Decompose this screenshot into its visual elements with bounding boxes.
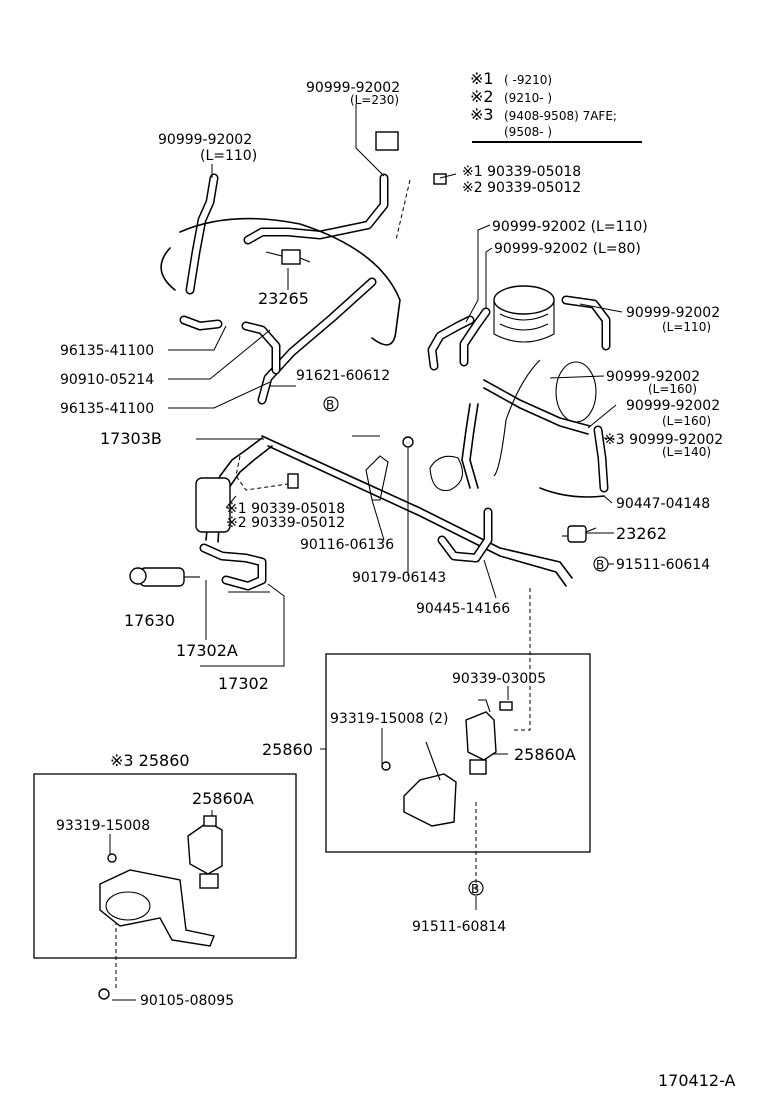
label-90999-92002-l230: 90999-92002: [306, 80, 400, 96]
label-93319-15008: 93319-15008: [56, 818, 150, 834]
label-91621-60612: 91621-60612: [296, 368, 390, 384]
leader-lines: [109, 104, 623, 1001]
label-90999-92002-l110-right: 90999-92002 (L=110): [492, 219, 648, 235]
vsv-23262-drawing: [562, 525, 597, 543]
label-90339-03005: 90339-03005: [452, 671, 546, 687]
label-17630: 17630: [124, 611, 175, 630]
label-90105-08095: 90105-08095: [140, 993, 234, 1009]
label-90116-06136: 90116-06136: [300, 537, 394, 553]
label-91511-60814: 91511-60814: [412, 919, 506, 935]
legend-text-2: (9210- ): [504, 91, 552, 105]
label-17302: 17302: [218, 674, 269, 693]
legend-mark-3: ※3: [470, 105, 494, 124]
vsv-17630-drawing: [129, 567, 200, 587]
label-93319-15008-x2: 93319-15008 (2): [330, 711, 448, 727]
label-l110-left: (L=110): [200, 148, 257, 164]
applicability-legend: ※1 ( -9210) ※2 (9210- ) ※3 (9408-9508) 7…: [470, 69, 642, 143]
label-96135-41100-upper: 96135-41100: [60, 343, 154, 359]
reference-markers: B B B: [323, 396, 609, 896]
label-l110-far: (L=110): [662, 320, 711, 334]
label-17303b: 17303B: [100, 429, 162, 448]
label-l140: (L=140): [662, 445, 711, 459]
label-90999-92002-l140: ※3 90999-92002: [604, 432, 723, 448]
label-25860-alt: ※3 25860: [110, 751, 190, 770]
label-90999-92002-l160-b: 90999-92002: [626, 398, 720, 414]
vacuum-hose-assembly: [115, 131, 611, 990]
label-91511-60614: 91511-60614: [616, 557, 710, 573]
ref-b-1: B: [326, 398, 334, 412]
label-25860: 25860: [262, 740, 313, 759]
part-labels: 90999-92002 (L=230) 90999-92002 (L=110) …: [56, 80, 736, 1090]
sub-assembly-25860-alt: [33, 773, 297, 1000]
ref-b-2: B: [596, 558, 604, 572]
label-25860a-box2: 25860A: [192, 789, 254, 808]
vacuum-port-block: [375, 131, 399, 151]
legend-text-4: (9508- ): [504, 125, 552, 139]
connector-90339: [433, 173, 447, 185]
legend-text-1: ( -9210): [504, 73, 552, 87]
diagram-id: 170412-A: [658, 1071, 736, 1090]
label-96135-41100-lower: 96135-41100: [60, 401, 154, 417]
label-90339-05012-mid: ※2 90339-05012: [226, 515, 345, 531]
label-90445-14166: 90445-14166: [416, 601, 510, 617]
legend-mark-2: ※2: [470, 87, 494, 106]
label-90179-06143: 90179-06143: [352, 570, 446, 586]
label-90339-05012-top: ※2 90339-05012: [462, 180, 581, 196]
connector-90339-b: [287, 473, 299, 489]
label-90447-04148: 90447-04148: [616, 496, 710, 512]
label-90999-92002-l80: 90999-92002 (L=80): [494, 241, 641, 257]
label-90999-92002-l110-left: 90999-92002: [158, 132, 252, 148]
ref-b-3: B: [471, 882, 479, 896]
label-90999-92002-l160-a: 90999-92002: [606, 369, 700, 385]
label-90339-05018-mid: ※1 90339-05018: [226, 501, 345, 517]
vsv-23265-drawing: [265, 249, 311, 265]
legend-text-3: (9408-9508) 7AFE;: [504, 109, 617, 123]
label-90339-05018-top: ※1 90339-05018: [462, 164, 581, 180]
label-25860a-box1: 25860A: [514, 745, 576, 764]
label-23262: 23262: [616, 524, 667, 543]
label-90999-92002-l110-far: 90999-92002: [626, 305, 720, 321]
label-l230: (L=230): [350, 93, 399, 107]
label-17302a: 17302A: [176, 641, 238, 660]
sub-assembly-25860: [325, 653, 591, 853]
label-l160-a: (L=160): [648, 382, 697, 396]
label-l160-b: (L=160): [662, 414, 711, 428]
legend-mark-1: ※1: [470, 69, 494, 88]
label-90910-05214: 90910-05214: [60, 372, 154, 388]
charcoal-canister-drawing: [429, 285, 597, 492]
label-23265: 23265: [258, 289, 309, 308]
